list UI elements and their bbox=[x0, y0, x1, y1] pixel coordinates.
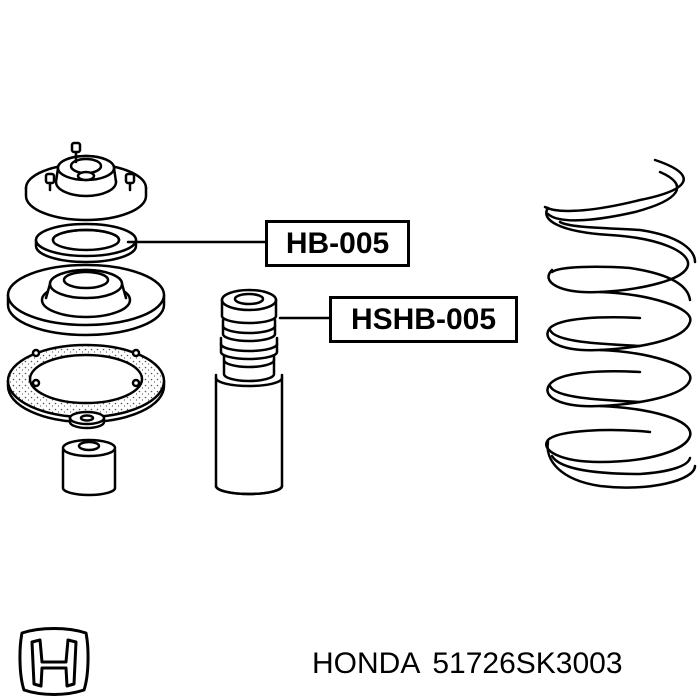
callout-hb-005: HB-005 bbox=[265, 220, 410, 267]
callout-hshb-005: HSHB-005 bbox=[329, 296, 518, 343]
brand-caption: HONDA 51726SK3003 bbox=[312, 649, 623, 679]
brand-name: HONDA bbox=[312, 647, 421, 680]
honda-h-logo-icon bbox=[18, 627, 90, 696]
bump-stop-dust-boot bbox=[214, 288, 284, 496]
coil-spring bbox=[543, 158, 697, 489]
strut-mount-top bbox=[24, 141, 148, 222]
callout-hb-005-label: HB-005 bbox=[285, 226, 390, 260]
spring-seat-plate bbox=[6, 263, 166, 337]
callout-hshb-005-label: HSHB-005 bbox=[350, 302, 497, 336]
small-washer bbox=[68, 410, 106, 430]
part-number: 51726SK3003 bbox=[432, 647, 623, 680]
rubber-bushing bbox=[61, 438, 117, 497]
thrust-bearing bbox=[34, 222, 138, 264]
